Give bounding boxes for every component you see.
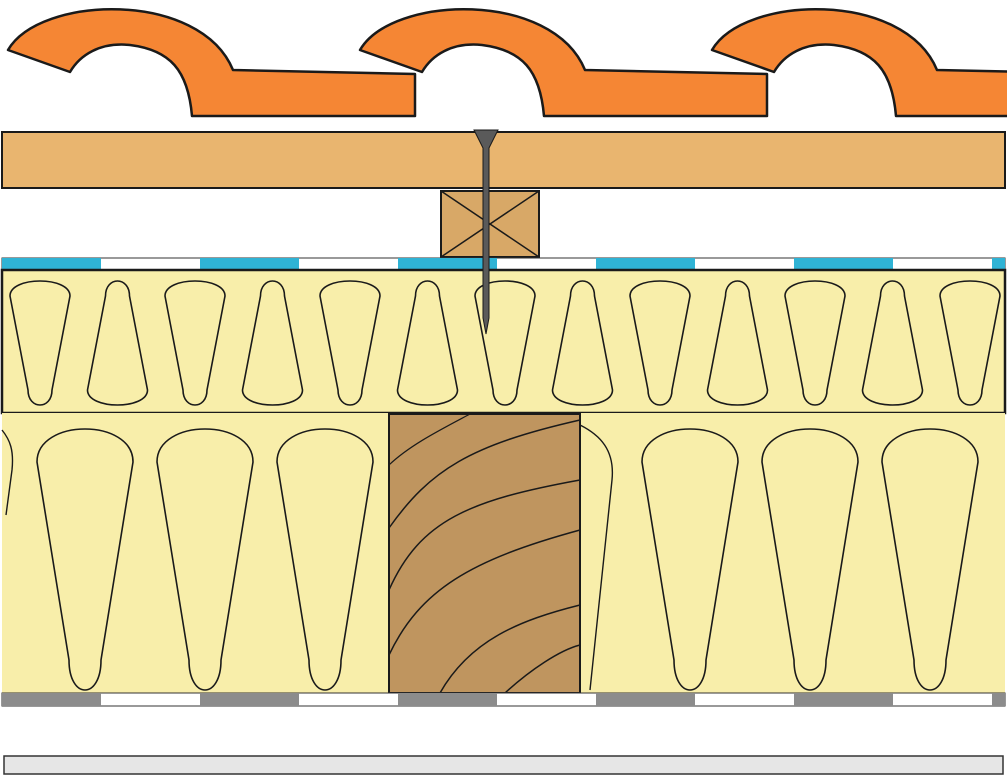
roof-tile-row <box>6 8 1007 118</box>
vapour-barrier-segment <box>794 693 893 706</box>
membrane-top-segment <box>596 258 695 270</box>
insulation-between-rafters-fibre <box>276 428 374 691</box>
insulation-board-fibre <box>396 280 459 406</box>
vapour-barrier-segment <box>596 693 695 706</box>
vapour-barrier-segment <box>200 693 299 706</box>
roof-tile-3 <box>710 8 1007 118</box>
insulation-board-fibre <box>706 280 769 406</box>
timber-rafter <box>388 413 581 694</box>
insulation-board-fibre <box>784 280 846 406</box>
membrane-top-strip <box>1 257 1006 271</box>
insulation-board-fibre <box>164 280 226 406</box>
vapour-barrier-strip <box>1 692 1006 707</box>
insulation-between-rafters-fibres <box>1 424 979 691</box>
insulation-between-rafters-fibre <box>881 428 979 691</box>
membrane-top-segment <box>794 258 893 270</box>
insulation-edge-fibre <box>579 424 614 691</box>
insulation-edge-fibre <box>1 429 14 516</box>
insulation-between-rafters-fibre <box>761 428 859 691</box>
insulation-board-fibre <box>86 280 149 406</box>
membrane-top-segment <box>992 258 1005 270</box>
nail <box>473 129 499 335</box>
vapour-barrier-segment <box>992 693 1005 706</box>
insulation-board-fibre <box>9 280 71 406</box>
membrane-top-segment <box>398 258 497 270</box>
batten-board <box>1 131 1006 189</box>
vapour-barrier-segment <box>2 693 101 706</box>
insulation-board-fibre <box>861 280 924 406</box>
insulation-board-fibre <box>241 280 304 406</box>
insulation-between-rafters-fibre <box>641 428 739 691</box>
insulation-board-layer <box>0 268 1007 415</box>
roof-tile-1 <box>6 8 417 118</box>
roof-tile-2 <box>358 8 769 118</box>
ceiling-board <box>3 755 1004 775</box>
membrane-top-segment <box>2 258 101 270</box>
insulation-between-rafters-fibre <box>36 428 134 691</box>
counter-batten <box>440 190 540 258</box>
insulation-board-fibres <box>9 280 1001 406</box>
insulation-between-rafters-fibre <box>156 428 254 691</box>
insulation-board-fibre <box>551 280 614 406</box>
insulation-board-fibre <box>939 280 1001 406</box>
insulation-board-fibre <box>319 280 381 406</box>
membrane-top-segment <box>200 258 299 270</box>
vapour-barrier-segment <box>398 693 497 706</box>
insulation-board-fibre <box>629 280 691 406</box>
